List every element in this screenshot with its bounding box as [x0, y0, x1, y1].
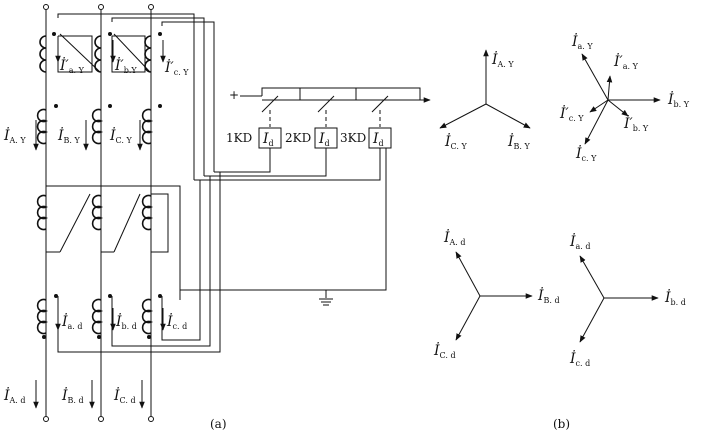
- label-ia-d: İa. d: [61, 312, 83, 331]
- terminal-a-bottom: [43, 416, 49, 422]
- phasor-ib-d: İB. d: [537, 286, 560, 305]
- plus-sign: +: [229, 88, 239, 102]
- phasor-group-upper-right: İa. Y İ′a. Y İb. Y İ′c. Y İ′b. Y İc. Y: [559, 32, 690, 163]
- wye-ct-windings: [33, 104, 162, 151]
- phasor-group-upper-left: İA. Y İC. Y İB. Y: [439, 49, 531, 151]
- terminal-a-top: [43, 4, 49, 10]
- phasor-ia-y-b: İa. Y: [571, 32, 593, 51]
- phasor-ia-d: İA. d: [443, 228, 466, 247]
- label-ib-d: İb. d: [115, 312, 137, 331]
- terminal-c-top: [148, 4, 154, 10]
- label-ia-y: İA. Y: [3, 126, 26, 145]
- label-ib-d-line: İB. d: [61, 386, 84, 405]
- relay-3kd-name: 3KD: [340, 131, 366, 145]
- phasor-group-lower-left: İA. d İB. d İC. d: [433, 228, 560, 360]
- terminal-b-top: [98, 4, 104, 10]
- label-ic-y: İC. Y: [109, 126, 132, 145]
- phasor-ic-y-prime: İ′c. Y: [559, 104, 584, 123]
- caption-a: (a): [210, 417, 227, 431]
- phasor-ib-y-b: İb. Y: [667, 90, 690, 109]
- label-ib-y: İB. Y: [57, 126, 80, 145]
- label-ib-y-prime: İ′b.Y: [114, 56, 137, 75]
- phasor-ib-y-prime: İ′b. Y: [623, 114, 649, 133]
- phasor-ic-d: İC. d: [433, 341, 456, 360]
- label-ia-d-line: İA. d: [3, 386, 26, 405]
- terminal-c-bottom: [148, 416, 154, 422]
- phasor-ia-y-prime: İ′a. Y: [613, 52, 639, 71]
- delta-ct-windings: [33, 172, 221, 409]
- circuit-figure-a: + 1KD 2KD 3KD Id Id Id: [3, 4, 431, 431]
- phasor-figure-b: İA. Y İC. Y İB. Y İa. Y İ′a. Y İb. Y İ′c…: [433, 32, 690, 431]
- relay-3kd-symbol: Id: [372, 131, 384, 148]
- label-ia-y-prime: İ′a. Y: [59, 56, 85, 75]
- wye-ct-secondaries: [39, 13, 215, 180]
- relay-1kd-symbol: Id: [262, 131, 274, 148]
- relay-2kd-name: 2KD: [285, 131, 311, 145]
- label-ic-d: İc. d: [166, 312, 187, 331]
- phasor-ic-d-b: İc. d: [569, 349, 590, 368]
- relay-2kd-symbol: Id: [318, 131, 330, 148]
- phasor-ia-d-b: İa. d: [569, 232, 591, 251]
- transformer-delta-winding: [36, 185, 181, 300]
- label-ic-y-prime: İ′c. Y: [164, 58, 189, 77]
- relay-section: + 1KD 2KD 3KD Id Id Id: [180, 87, 431, 306]
- phasor-ib-y: İB. Y: [507, 132, 530, 151]
- caption-b: (b): [553, 417, 570, 431]
- terminal-b-bottom: [98, 416, 104, 422]
- phasor-ia-y: İA. Y: [491, 50, 514, 69]
- phasor-ib-d-b: İb. d: [664, 288, 686, 307]
- relay-1kd-name: 1KD: [226, 131, 252, 145]
- label-ic-d-line: İC. d: [113, 386, 136, 405]
- phasor-ic-y: İC. Y: [444, 132, 467, 151]
- phasor-group-lower-right: İa. d İb. d İc. d: [569, 232, 686, 368]
- phasor-ic-y-b: İc. Y: [575, 144, 597, 163]
